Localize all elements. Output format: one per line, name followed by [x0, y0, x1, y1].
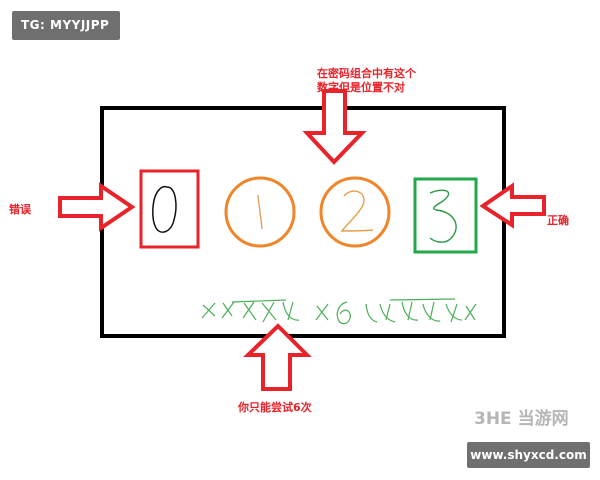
correct-digit-scribble — [429, 189, 457, 243]
watermark-site: www.shyxcd.com — [467, 442, 590, 468]
watermark-tag: TG: MYYJJPP — [12, 11, 120, 40]
code-panel-frame — [100, 106, 506, 338]
attempts-scribble — [201, 298, 477, 325]
label-top-line-1: 在密码组合中有这个 — [317, 66, 417, 80]
watermark-logo: 3HE 当游网 — [474, 409, 569, 429]
label-top-line-2: 数字但是位置不对 — [317, 80, 405, 94]
digit-1-stroke — [257, 194, 263, 230]
label-wrong: 错误 — [9, 202, 32, 216]
correct-digit-box — [413, 177, 478, 254]
arrow-top — [302, 89, 367, 165]
digit-circle-2 — [319, 176, 391, 248]
label-correct: 正确 — [547, 213, 569, 227]
arrow-bottom — [243, 323, 312, 391]
arrow-left — [58, 182, 136, 232]
arrow-right — [479, 182, 546, 229]
digit-circle-1 — [224, 176, 296, 248]
label-attempts: 你只能尝试6次 — [237, 400, 312, 414]
wrong-digit-box — [139, 169, 200, 249]
wrong-digit-scribble — [152, 185, 177, 233]
digit-2-stroke — [340, 190, 374, 232]
